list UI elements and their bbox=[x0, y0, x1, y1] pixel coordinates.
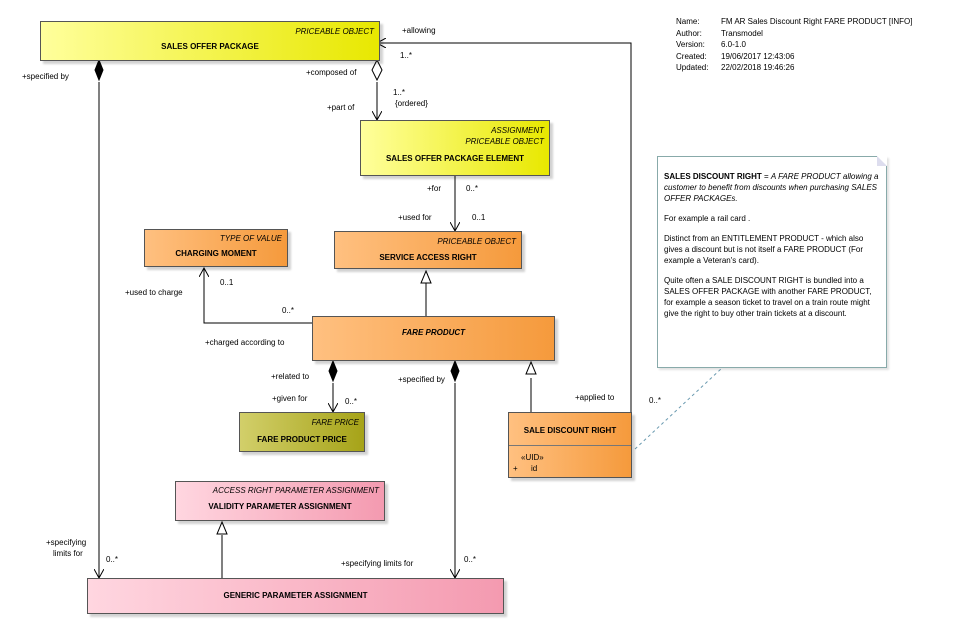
box-fare-product[interactable]: FARE PRODUCT bbox=[312, 316, 555, 361]
attribute-id: id bbox=[531, 464, 538, 473]
meta-author-label: Author: bbox=[676, 28, 702, 38]
stereotype-priceable-object: PRICEABLE OBJECT bbox=[465, 137, 544, 146]
attribute-stereotype-uid: «UID» bbox=[521, 453, 544, 462]
label-specified-by-sop: +specified by bbox=[22, 72, 69, 81]
box-generic-parameter-assignment[interactable]: GENERIC PARAMETER ASSIGNMENT bbox=[87, 578, 504, 614]
generalization-triangle-vpa bbox=[216, 520, 228, 535]
note-link bbox=[634, 367, 723, 450]
label-multiplicity-limits-sop: 0..* bbox=[106, 555, 119, 564]
label-multiplicity-limits-fp: 0..* bbox=[464, 555, 477, 564]
label-multiplicity-applied: 0..* bbox=[649, 396, 662, 405]
box-title: VALIDITY PARAMETER ASSIGNMENT bbox=[208, 502, 352, 511]
label-ordered: {ordered} bbox=[395, 99, 428, 108]
note-sales-discount-right: SALES DISCOUNT RIGHT = A FARE PRODUCT al… bbox=[657, 156, 887, 368]
label-multiplicity-for: 0..* bbox=[466, 184, 479, 193]
meta-updated-value: 22/02/2018 19:46:26 bbox=[721, 63, 795, 72]
meta-version-label: Version: bbox=[676, 40, 705, 49]
box-title: SERVICE ACCESS RIGHT bbox=[379, 253, 477, 262]
label-used-for: +used for bbox=[398, 213, 432, 222]
note-fold-corner bbox=[877, 156, 887, 166]
composite-diamond-fp-spec bbox=[450, 359, 460, 383]
connector-allowing bbox=[377, 43, 632, 412]
note-bundling: Quite often a SALE DISCOUNT RIGHT is bun… bbox=[664, 276, 872, 318]
attribute-divider bbox=[509, 445, 631, 446]
label-applied-to: +applied to bbox=[575, 393, 615, 402]
note-term: SALES DISCOUNT RIGHT bbox=[664, 172, 762, 181]
stereotype-priceable-object: PRICEABLE OBJECT bbox=[295, 27, 374, 36]
box-title: SALE DISCOUNT RIGHT bbox=[523, 426, 617, 435]
attribute-visibility: + bbox=[513, 464, 518, 473]
box-sales-offer-package-element[interactable]: ASSIGNMENT PRICEABLE OBJECT SALES OFFER … bbox=[360, 120, 550, 176]
box-title: GENERIC PARAMETER ASSIGNMENT bbox=[223, 591, 368, 600]
label-given-for: +given for bbox=[272, 394, 308, 403]
label-specifying-limits-for-sop-2: limits for bbox=[53, 549, 83, 558]
composite-diamond-fp-price bbox=[328, 359, 338, 383]
note-definition-text: A FARE PRODUCT allowing a customer to be… bbox=[664, 172, 879, 203]
box-charging-moment[interactable]: TYPE OF VALUE CHARGING MOMENT bbox=[144, 229, 288, 267]
label-specifying-limits-for-fp: +specifying limits for bbox=[341, 559, 414, 568]
note-definition: SALES DISCOUNT RIGHT = A FARE PRODUCT al… bbox=[664, 171, 880, 204]
note-example: For example a rail card . bbox=[664, 214, 751, 223]
label-related-to: +related to bbox=[271, 372, 310, 381]
box-sales-offer-package[interactable]: PRICEABLE OBJECT SALES OFFER PACKAGE bbox=[40, 21, 380, 61]
label-used-to-charge: +used to charge bbox=[125, 288, 183, 297]
meta-author-value: Transmodel bbox=[721, 28, 763, 38]
box-title: CHARGING MOMENT bbox=[175, 249, 257, 258]
meta-created-label: Created: bbox=[676, 51, 707, 61]
label-multiplicity-used-for: 0..1 bbox=[472, 213, 486, 222]
label-allowing: +allowing bbox=[402, 26, 436, 35]
label-multiplicity-allowing: 1..* bbox=[400, 51, 413, 60]
composite-diamond-sop bbox=[94, 58, 104, 82]
stereotype-fare-price: FARE PRICE bbox=[311, 418, 359, 427]
box-sale-discount-right[interactable]: SALE DISCOUNT RIGHT «UID» + id bbox=[508, 412, 632, 478]
aggregate-diamond-sop bbox=[371, 58, 383, 82]
box-service-access-right[interactable]: PRICEABLE OBJECT SERVICE ACCESS RIGHT bbox=[334, 231, 522, 269]
meta-updated-label: Updated: bbox=[676, 63, 709, 72]
generalization-triangle-sar bbox=[420, 269, 432, 284]
label-multiplicity-charged: 0..* bbox=[282, 306, 295, 315]
label-charged-according-to: +charged according to bbox=[205, 338, 285, 347]
box-title: SALES OFFER PACKAGE ELEMENT bbox=[385, 154, 525, 163]
label-multiplicity-given: 0..* bbox=[345, 397, 358, 406]
note-distinction: Distinct from an ENTITLEMENT PRODUCT - w… bbox=[664, 234, 864, 265]
box-validity-parameter-assignment[interactable]: ACCESS RIGHT PARAMETER ASSIGNMENT VALIDI… bbox=[175, 481, 385, 521]
label-part-of: +part of bbox=[327, 103, 355, 112]
label-specified-by-fp: +specified by bbox=[398, 375, 445, 384]
meta-version-value: 6.0-1.0 bbox=[721, 40, 746, 49]
stereotype-assignment: ASSIGNMENT bbox=[491, 126, 544, 135]
box-title: FARE PRODUCT bbox=[401, 328, 466, 337]
box-fare-product-price[interactable]: FARE PRICE FARE PRODUCT PRICE bbox=[239, 412, 365, 452]
note-equals: = bbox=[761, 172, 771, 181]
meta-name-label: Name: bbox=[676, 17, 700, 26]
connector-charging-moment bbox=[204, 268, 313, 324]
label-for: +for bbox=[427, 184, 442, 193]
label-composed-of: +composed of bbox=[306, 68, 357, 77]
stereotype-type-of-value: TYPE OF VALUE bbox=[219, 234, 282, 243]
box-title: FARE PRODUCT PRICE bbox=[257, 435, 347, 444]
label-specifying-limits-for-sop: +specifying bbox=[46, 538, 87, 547]
diagram-metadata: Name: FM AR Sales Discount Right FARE PRO… bbox=[676, 16, 912, 74]
box-title: SALES OFFER PACKAGE bbox=[161, 42, 259, 51]
label-multiplicity-charge: 0..1 bbox=[220, 278, 234, 287]
stereotype-access-right-parameter-assignment: ACCESS RIGHT PARAMETER ASSIGNMENT bbox=[212, 486, 379, 495]
meta-name-value: FM AR Sales Discount Right FARE PRODUCT … bbox=[721, 17, 913, 26]
stereotype-priceable-object: PRICEABLE OBJECT bbox=[437, 237, 516, 246]
generalization-triangle-fp bbox=[525, 360, 537, 375]
meta-created-value: 19/06/2017 12:43:06 bbox=[721, 51, 795, 61]
label-multiplicity-composed: 1..* bbox=[393, 88, 406, 97]
